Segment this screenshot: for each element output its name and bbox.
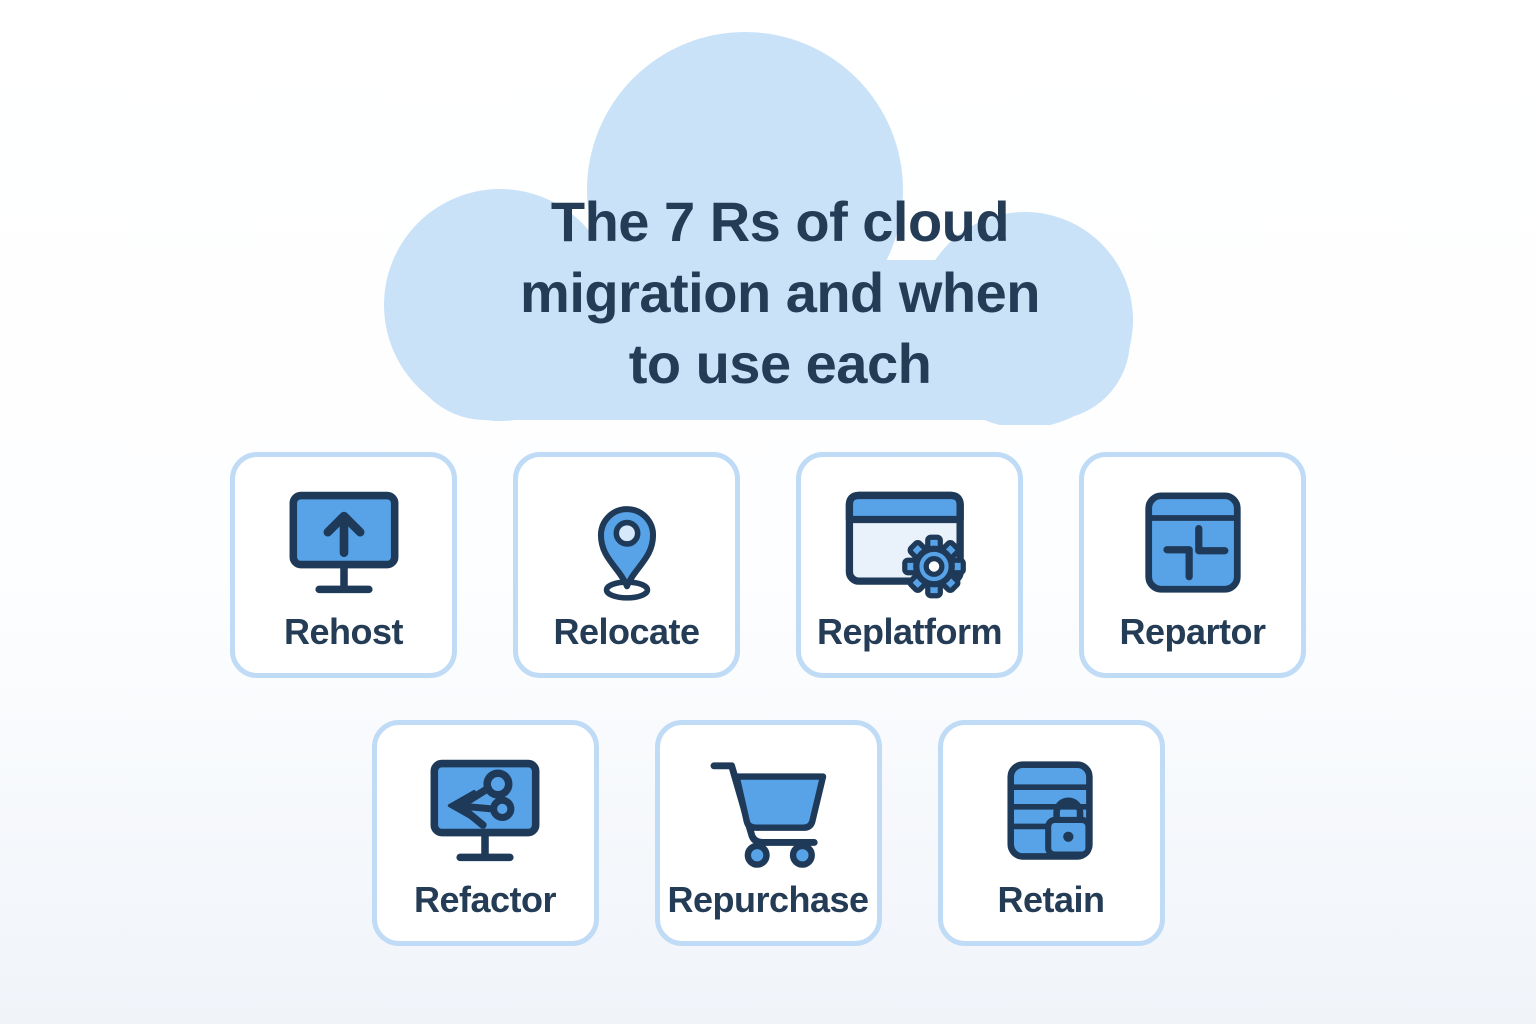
card-label: Refactor [413,879,557,920]
card-repurchase: Repurchase [654,720,882,946]
card-label: Retain [997,879,1105,920]
browser-gear-icon-svg [845,491,966,598]
map-pin-icon [585,481,669,605]
monitor-share-icon [420,749,550,873]
card-label: Relocate [553,611,700,652]
map-pin-icon-svg [597,505,656,601]
card-label: Rehost [283,611,404,652]
card-label: Replatform [816,611,1003,652]
title-line-3: to use each [628,332,932,395]
server-lock-icon-svg [1007,760,1093,860]
card-rehost: Rehost [230,452,457,678]
card-label: Repurchase [667,879,869,920]
window-partition-icon [1135,481,1251,605]
title-line-1: The 7 Rs of cloud [550,190,1010,253]
title-line-2: migration and when [520,261,1040,324]
card-retain: Retain [937,720,1165,946]
monitor-share-icon-svg [430,759,540,862]
cards-row-1: Rehost Relocate [0,452,1536,678]
cloud-shape [384,32,1133,425]
card-label: Repartor [1119,611,1266,652]
window-partition-icon-svg [1144,492,1241,593]
card-relocate: Relocate [513,452,740,678]
monitor-upload-icon-svg [289,491,398,594]
shopping-cart-icon-svg [710,761,827,868]
card-repartor: Repartor [1079,452,1306,678]
cards-row-2: Refactor Repurchase [0,720,1536,946]
browser-gear-icon [841,481,979,605]
monitor-upload-icon [279,481,409,605]
card-replatform: Replatform [796,452,1023,678]
server-lock-icon [992,749,1110,873]
card-refactor: Refactor [371,720,599,946]
page-title: The 7 Rs of cloud migration and when to … [430,186,1130,399]
shopping-cart-icon [704,749,832,873]
